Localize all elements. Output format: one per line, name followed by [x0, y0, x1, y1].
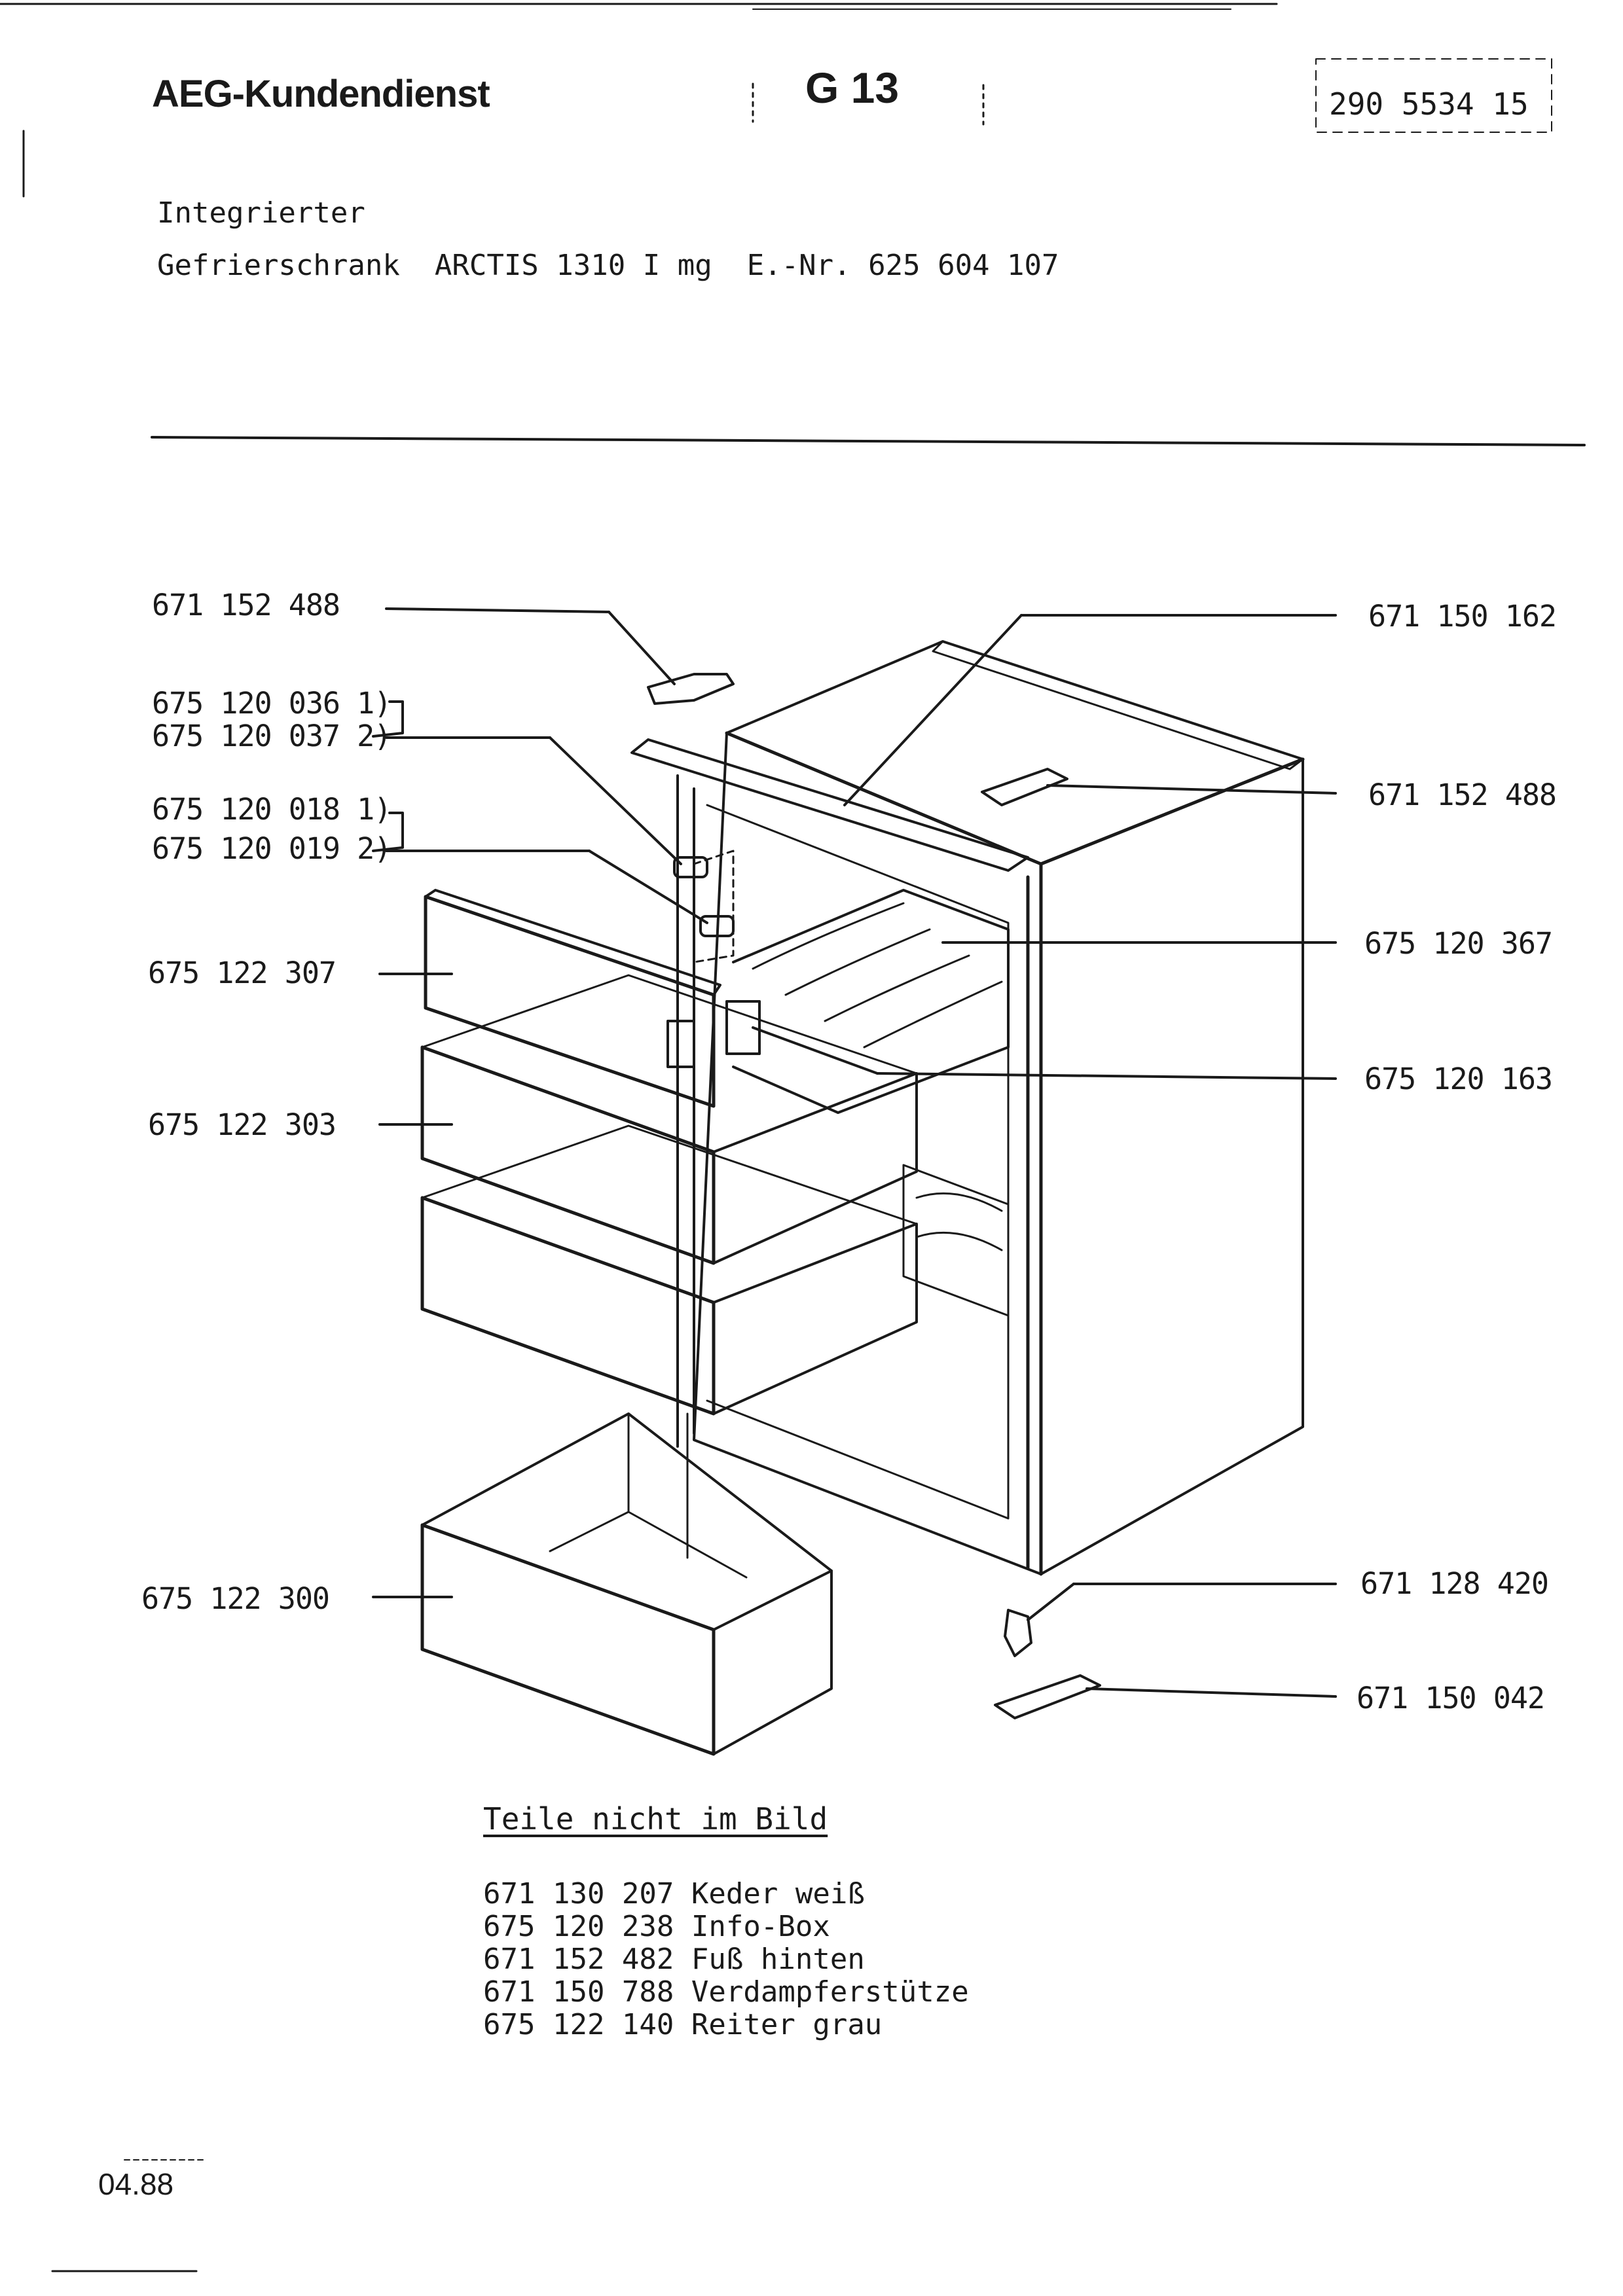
brand-title: AEG-Kundendienst	[152, 73, 490, 115]
part-number-left-7: 675 122 303	[148, 1107, 337, 1142]
item-number: 675 120 238	[483, 1910, 674, 1943]
part-number-right-6: 671 150 042	[1357, 1681, 1545, 1715]
item-name: Keder weiß	[691, 1877, 865, 1910]
document-number: 290 5534 15	[1329, 86, 1529, 122]
enr-number: E.-Nr. 625 604 107	[746, 249, 1059, 282]
part-number-right-1: 671 150 162	[1368, 599, 1557, 634]
drawer-1-drawing	[420, 974, 918, 1265]
part-number-right-2: 671 152 488	[1368, 778, 1557, 812]
subtitle-line1: Integrierter	[157, 196, 365, 230]
part-number-left-5: 675 120 019 2)	[152, 831, 392, 866]
model-name: ARCTIS 1310 I mg	[434, 249, 712, 282]
part-number-left-1: 671 152 488	[152, 588, 340, 622]
leader-lines-left	[372, 607, 708, 1598]
item-number: 675 122 140	[483, 2008, 674, 2041]
part-number-left-4: 675 120 018 1)	[152, 792, 392, 827]
part-number-left-8: 675 122 300	[141, 1581, 330, 1616]
part-number-right-5: 671 128 420	[1360, 1566, 1549, 1601]
leader-lines-right	[752, 614, 1337, 1698]
part-number-right-4: 675 120 163	[1364, 1062, 1553, 1096]
cabinet-outline	[630, 640, 1305, 1576]
subtitle-line2: Gefrierschrank ARCTIS 1310 I mg E.-Nr. 6…	[157, 249, 1059, 282]
item-number: 671 150 788	[483, 1975, 674, 2009]
item-name: Verdampferstütze	[691, 1975, 969, 2009]
not-in-picture-item: 675 120 238 Info-Box	[483, 1910, 830, 1943]
flap-drawing	[424, 889, 721, 1108]
drawer-3-drawing	[420, 1412, 833, 1756]
item-name: Fuß hinten	[691, 1943, 865, 1976]
part-number-left-3: 675 120 037 2)	[152, 719, 392, 753]
item-number: 671 152 482	[483, 1943, 674, 1976]
not-in-picture-item: 671 130 207 Keder weiß	[483, 1877, 865, 1910]
drawer-2-drawing	[420, 1124, 918, 1416]
not-in-picture-item: 671 152 482 Fuß hinten	[483, 1943, 865, 1976]
item-number: 671 130 207	[483, 1877, 674, 1910]
item-name: Info-Box	[691, 1910, 830, 1943]
part-number-right-3: 675 120 367	[1364, 926, 1553, 961]
part-number-left-6: 675 122 307	[148, 956, 337, 990]
item-name: Reiter grau	[691, 2008, 883, 2041]
foot-drawing	[994, 1609, 1101, 1719]
group-code: G 13	[805, 63, 900, 112]
not-in-picture-item: 671 150 788 Verdampferstütze	[483, 1975, 969, 2009]
not-in-picture-title: Teile nicht im Bild	[483, 1801, 828, 1837]
not-in-picture-item: 675 122 140 Reiter grau	[483, 2008, 882, 2041]
part-number-left-2: 675 120 036 1)	[152, 686, 392, 721]
footer-date: 04.88	[98, 2167, 174, 2201]
product-name: Gefrierschrank	[157, 249, 400, 282]
